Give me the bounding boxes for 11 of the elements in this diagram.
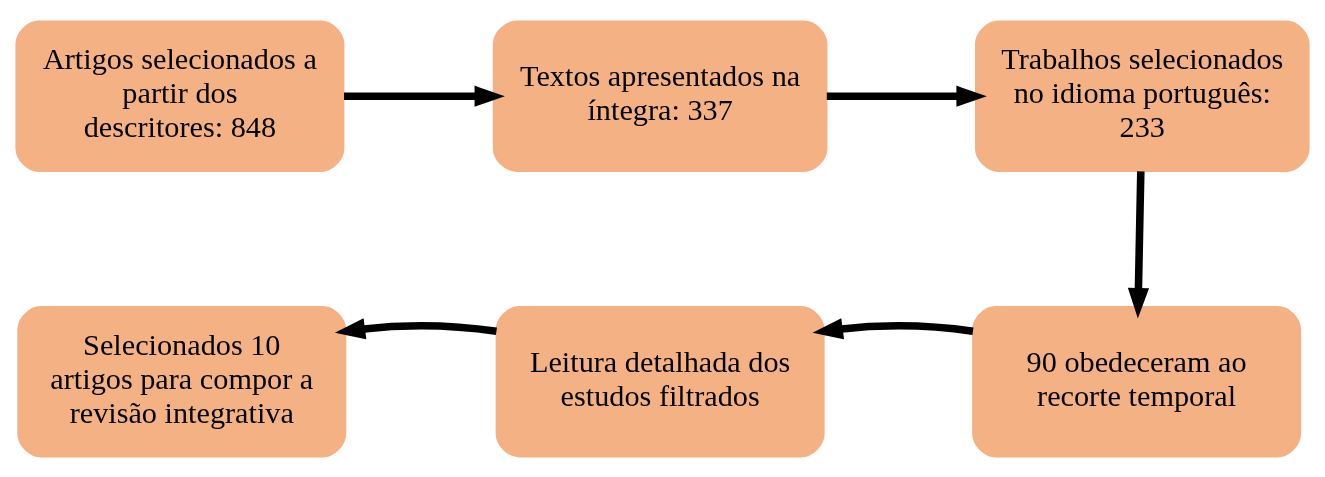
node-box: Selecionados 10 artigos para compor a revisão integrativa: [17, 305, 347, 457]
node-box: 90 obedeceram ao recorte temporal: [972, 305, 1302, 457]
arrow: [1127, 170, 1150, 318]
arrow: [812, 317, 974, 339]
arrow: [344, 85, 505, 107]
node-box: Trabalhos selecionados no idioma português: 233: [974, 20, 1310, 172]
arrow: [826, 85, 987, 107]
node-box: Artigos selecionados a partir dos descritores: 848: [15, 20, 345, 172]
arrow: [334, 317, 497, 339]
node-box: Leitura detalhada dos estudos filtrados: [495, 305, 825, 457]
node-box: Textos apresentados na íntegra: 337: [492, 20, 828, 172]
